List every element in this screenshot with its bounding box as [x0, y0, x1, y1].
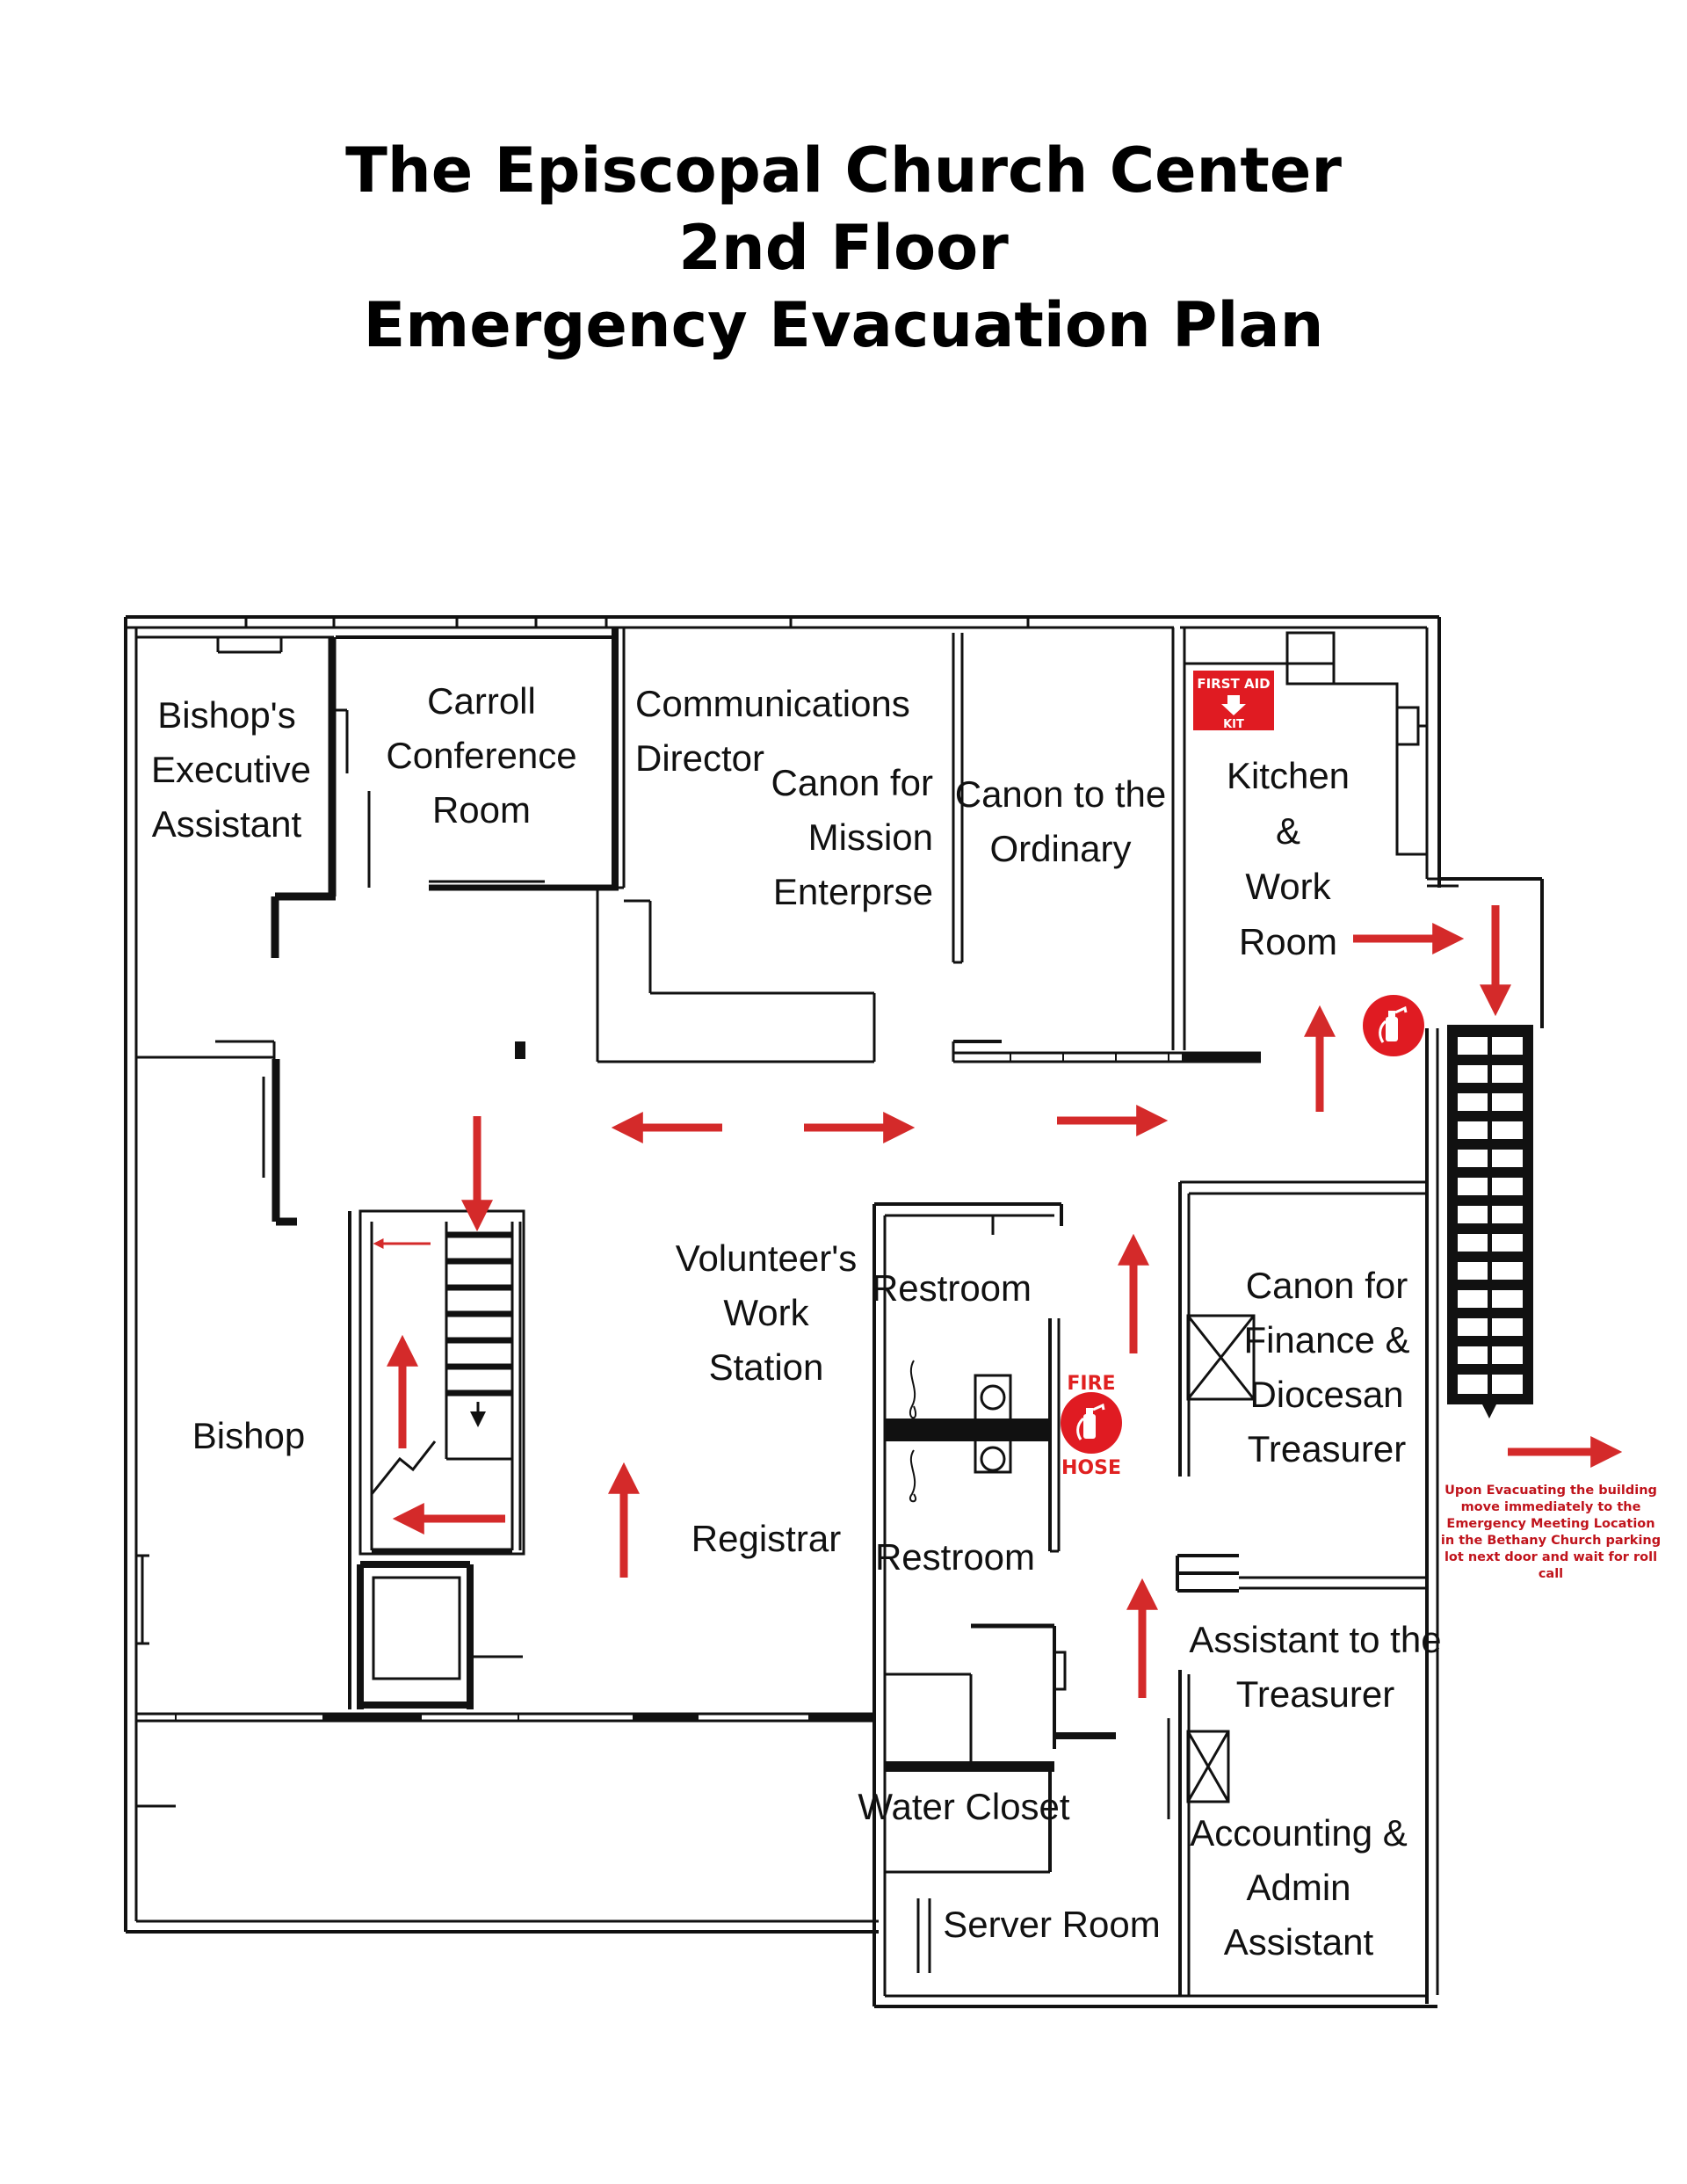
room-label-carroll-conference: Room	[432, 789, 531, 831]
evacuation-note-line: call	[1539, 1567, 1563, 1581]
plan-title: The Episcopal Church Center 2nd Floor Em…	[0, 132, 1687, 364]
east-stairwell	[1447, 1025, 1533, 1419]
room-label-bishops-exec-assistant: Executive	[151, 749, 311, 790]
room-labels: Bishop's Executive Assistant Carroll Con…	[151, 680, 1442, 1963]
room-label-canon-mission: Canon for	[771, 762, 933, 803]
room-label-canon-ordinary: Canon to the	[955, 773, 1167, 815]
room-label-canon-finance: Canon for	[1246, 1265, 1408, 1306]
title-line-3: Emergency Evacuation Plan	[363, 289, 1324, 361]
evacuation-note-line: Emergency Meeting Location	[1446, 1517, 1654, 1531]
room-label-accounting-admin: Admin	[1246, 1867, 1350, 1908]
room-label-volunteers-work-station: Volunteer's	[676, 1237, 858, 1279]
room-label-kitchen: Work	[1245, 866, 1331, 907]
room-label-volunteers-work-station: Work	[723, 1292, 809, 1333]
title-line-1: The Episcopal Church Center	[345, 134, 1342, 207]
room-label-canon-finance: Finance &	[1243, 1319, 1409, 1360]
room-label-carroll-conference: Carroll	[427, 680, 536, 722]
room-label-accounting-admin: Assistant	[1224, 1921, 1374, 1963]
evacuation-note-line: in the Bethany Church parking	[1441, 1534, 1661, 1548]
room-label-canon-mission: Mission	[808, 816, 933, 858]
evacuation-note-line: lot next door and wait for roll	[1444, 1550, 1657, 1564]
evacuation-note-line: Upon Evacuating the building	[1444, 1484, 1657, 1498]
first-aid-kit-label: KIT	[1223, 718, 1244, 731]
room-label-communications-director: Communications	[635, 683, 910, 724]
walls	[124, 615, 1544, 2008]
room-label-canon-mission: Enterprse	[773, 871, 933, 912]
first-aid-label: FIRST AID	[1197, 676, 1270, 692]
room-label-server-room: Server Room	[943, 1904, 1160, 1945]
fire-hose-label-bottom: HOSE	[1061, 1457, 1121, 1479]
evacuation-arrows	[387, 905, 1623, 1698]
room-label-assistant-treasurer: Treasurer	[1236, 1673, 1395, 1715]
fire-extinguisher-icon	[1363, 995, 1424, 1056]
room-label-communications-director: Director	[635, 737, 764, 779]
evacuation-note-line: move immediately to the	[1461, 1500, 1641, 1514]
room-label-bishops-exec-assistant: Assistant	[152, 803, 302, 845]
title-line-2: 2nd Floor	[678, 212, 1009, 284]
room-label-canon-ordinary: Ordinary	[989, 828, 1131, 869]
fire-hose-label-top: FIRE	[1067, 1373, 1115, 1395]
evacuation-note: Upon Evacuating the building move immedi…	[1441, 1484, 1661, 1581]
room-label-assistant-treasurer: Assistant to the	[1189, 1619, 1441, 1660]
room-label-accounting-admin: Accounting &	[1190, 1812, 1408, 1854]
room-label-kitchen: Room	[1239, 921, 1337, 962]
room-label-bishop: Bishop	[192, 1415, 305, 1456]
room-label-water-closet: Water Closet	[858, 1786, 1070, 1827]
room-label-volunteers-work-station: Station	[709, 1346, 824, 1388]
room-label-canon-finance: Treasurer	[1248, 1428, 1407, 1469]
first-aid-kit-sign: FIRST AID KIT	[1193, 671, 1274, 731]
room-label-canon-finance: Diocesan	[1249, 1374, 1403, 1415]
room-label-restroom-lower: Restroom	[875, 1536, 1035, 1578]
room-label-restroom-upper: Restroom	[872, 1267, 1032, 1309]
room-label-bishops-exec-assistant: Bishop's	[157, 694, 295, 736]
room-label-kitchen: &	[1276, 810, 1300, 852]
room-label-registrar: Registrar	[691, 1518, 841, 1559]
room-label-carroll-conference: Conference	[386, 735, 576, 776]
room-label-kitchen: Kitchen	[1227, 755, 1350, 796]
fire-hose-sign: FIRE HOSE	[1061, 1373, 1122, 1479]
